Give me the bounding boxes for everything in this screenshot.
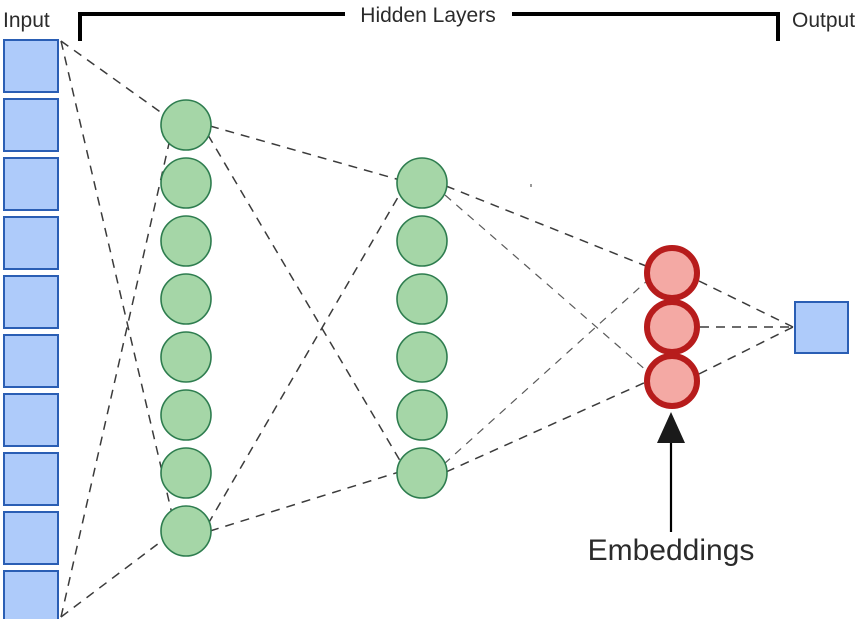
hidden-layer-1-node-3[interactable] xyxy=(160,215,212,267)
bracket-right-segment xyxy=(512,12,780,41)
stray-mark xyxy=(530,184,532,187)
input-layer-node-9[interactable] xyxy=(3,511,59,565)
hidden-layer-1-node-1[interactable] xyxy=(160,99,212,151)
input-layer-node-10[interactable] xyxy=(3,570,59,619)
input-layer-node-6[interactable] xyxy=(3,334,59,388)
edge-h1-top-to-h2-top xyxy=(209,125,401,181)
edges-input-to-hidden1 xyxy=(60,40,173,618)
hidden-layer-1-node-8[interactable] xyxy=(160,505,212,557)
edge-input-bottom-to-h1-bottom xyxy=(60,536,168,618)
output-layer xyxy=(794,301,849,354)
hidden-layer-1-node-4[interactable] xyxy=(160,273,212,325)
embedding-layer-node-3[interactable] xyxy=(644,353,700,409)
hidden-layer-2-node-4[interactable] xyxy=(396,331,448,383)
hidden-layer-1 xyxy=(160,99,212,557)
edge-emb-bottom-to-output xyxy=(698,326,794,375)
embeddings-callout xyxy=(657,412,685,532)
edge-input-top-to-h1-bottom xyxy=(60,40,173,515)
hidden-layer-2-node-3[interactable] xyxy=(396,273,448,325)
hidden-layers-label: Hidden Layers xyxy=(360,4,495,27)
hidden-layer-1-node-7[interactable] xyxy=(160,447,212,499)
output-layer-node-1[interactable] xyxy=(794,301,849,354)
bracket-left-segment xyxy=(78,12,345,41)
input-layer-node-7[interactable] xyxy=(3,393,59,447)
embeddings-label: Embeddings xyxy=(588,534,755,567)
edge-h2-bottom-to-emb-top xyxy=(443,279,649,465)
input-layer xyxy=(3,39,59,619)
hidden-layer-2-node-2[interactable] xyxy=(396,215,448,267)
embedding-layer-node-2[interactable] xyxy=(644,299,700,355)
hidden-layer-2-node-6[interactable] xyxy=(396,447,448,499)
hidden-layer-1-node-5[interactable] xyxy=(160,331,212,383)
edge-h1-bottom-to-h2-bottom xyxy=(209,471,400,532)
edge-h2-top-to-emb-bottom xyxy=(444,194,649,373)
input-layer-node-2[interactable] xyxy=(3,98,59,152)
input-layer-node-4[interactable] xyxy=(3,216,59,270)
hidden-layer-2-node-5[interactable] xyxy=(396,389,448,441)
edge-h1-top-to-h2-bottom xyxy=(207,134,403,465)
edges-embeddings-to-output xyxy=(698,280,794,375)
hidden-layer-2 xyxy=(396,157,448,499)
input-layer-node-3[interactable] xyxy=(3,157,59,211)
embedding-layer-node-1[interactable] xyxy=(644,245,700,301)
hidden-layer-1-node-2[interactable] xyxy=(160,157,212,209)
output-label: Output xyxy=(792,9,855,32)
input-label: Input xyxy=(3,9,50,32)
input-layer-node-5[interactable] xyxy=(3,275,59,329)
hidden-layers-bracket xyxy=(78,12,780,41)
edges-hidden1-to-hidden2 xyxy=(207,125,403,532)
edge-h2-bottom-to-emb-bottom xyxy=(445,381,647,473)
edge-emb-top-to-output xyxy=(698,280,794,328)
embedding-layer xyxy=(644,245,700,409)
edge-h2-top-to-emb-top xyxy=(445,185,647,267)
nodes-group xyxy=(3,39,849,619)
edges-hidden2-to-embeddings xyxy=(443,185,649,473)
edge-input-top-to-h1-top xyxy=(60,40,167,117)
edge-h1-bottom-to-h2-top xyxy=(207,191,402,525)
callout-arrowhead xyxy=(657,412,685,443)
input-layer-node-8[interactable] xyxy=(3,452,59,506)
hidden-layer-2-node-1[interactable] xyxy=(396,157,448,209)
input-layer-node-1[interactable] xyxy=(3,39,59,93)
hidden-layer-1-node-6[interactable] xyxy=(160,389,212,441)
edge-input-bottom-to-h1-top xyxy=(60,138,171,618)
